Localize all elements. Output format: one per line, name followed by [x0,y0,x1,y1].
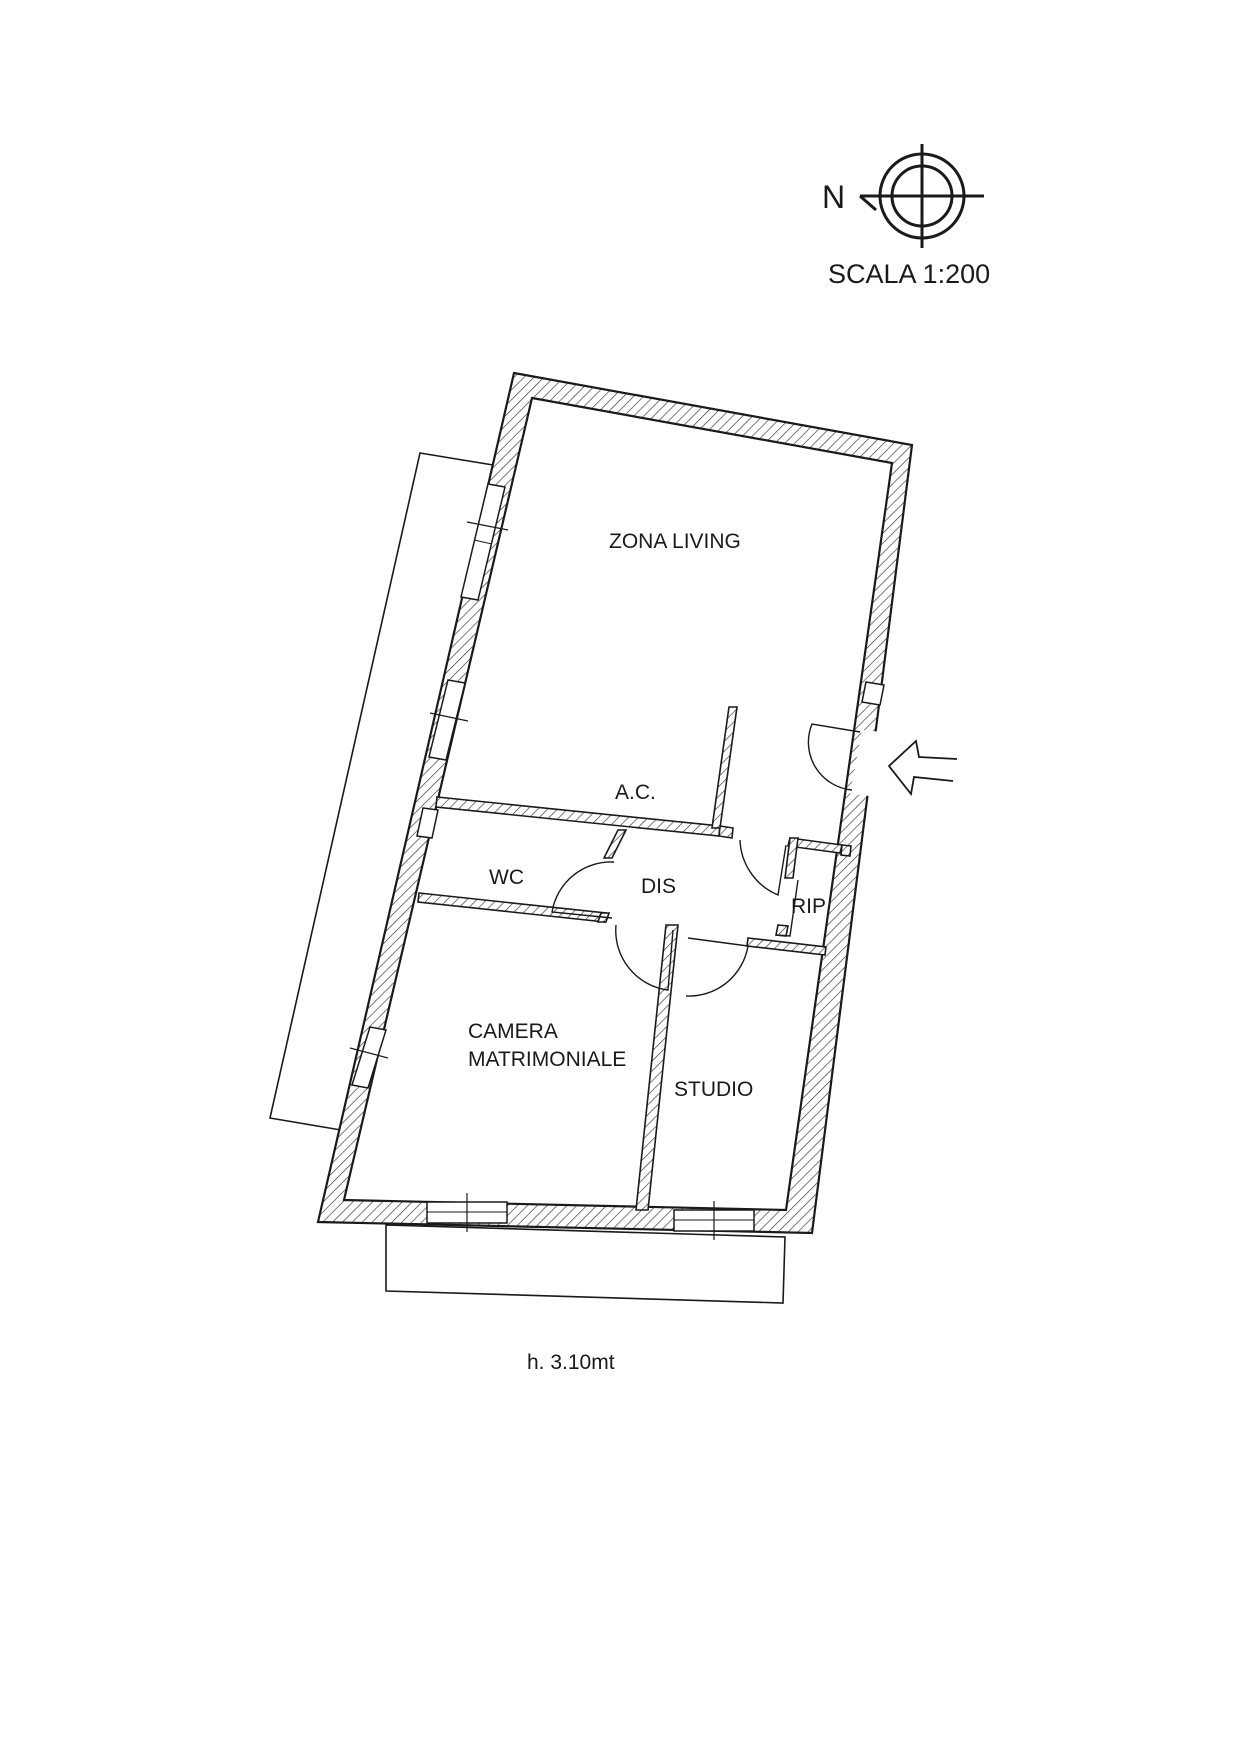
window-camera-west [349,1026,389,1089]
scale-label: SCALA 1:200 [828,259,990,289]
window-studio-south [673,1201,755,1240]
height-note: h. 3.10mt [527,1351,615,1374]
balcony-south [385,1224,786,1304]
entrance-opening [850,730,882,796]
room-label-camera: CAMERA [468,1020,558,1043]
window-east-small [861,681,885,706]
window-west-upper [460,483,509,601]
interior-walls [417,706,852,1211]
wc-door-swing [551,861,615,919]
room-label-wc: WC [489,866,524,889]
camera-door-swing [615,924,674,991]
window-camera-south [426,1193,508,1232]
room-label-studio: STUDIO [674,1078,753,1101]
room-label-zona-living: ZONA LIVING [609,530,741,553]
entrance-door-swing [807,723,861,791]
room-label-dis: DIS [641,875,676,898]
north-label: N [822,179,845,215]
window-west-middle [428,679,469,761]
dis-corridor-door-swing [739,839,787,896]
north-arrow-compass-icon [859,144,984,248]
entrance-arrow-icon [887,739,958,797]
studio-door-swing [685,937,749,997]
room-label-rip: RIP [791,895,826,918]
room-label-matrimoniale: MATRIMONIALE [468,1048,626,1071]
room-label-ac: A.C. [615,781,656,804]
window-west-lower [416,807,439,839]
rip-door-swing [775,879,799,937]
